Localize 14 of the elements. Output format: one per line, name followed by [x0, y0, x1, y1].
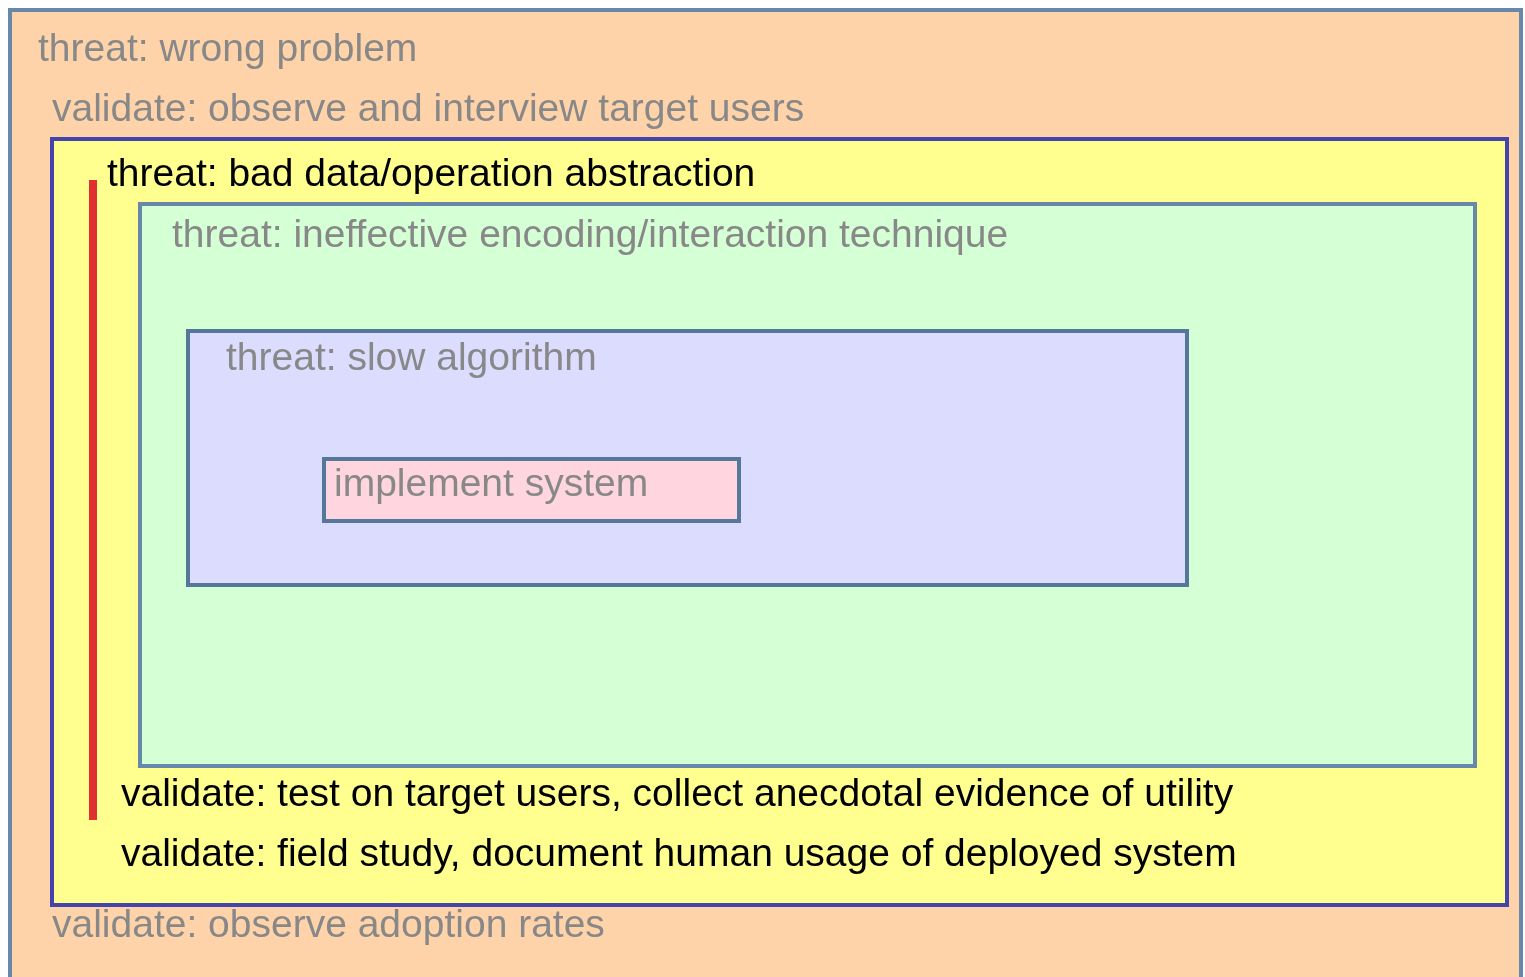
nested-panel — [138, 202, 1477, 768]
node-label: validate: observe and interview target users — [52, 86, 805, 131]
node-label: threat: bad data/operation abstraction — [107, 151, 756, 196]
node-label: threat: slow algorithm — [226, 335, 597, 380]
nested-panel — [50, 137, 1509, 907]
node-label: validate: test on target users, collect anecdotal evidence of utility — [121, 771, 1234, 816]
node-label: implement system — [334, 461, 649, 506]
node-label: validate: field study, document human usage of deployed system — [121, 831, 1237, 876]
node-label: validate: observe adoption rates — [52, 902, 605, 947]
node-label: threat: ineffective encoding/interaction technique — [172, 212, 1009, 257]
nested-panel — [186, 329, 1189, 587]
node-label: threat: wrong problem — [38, 26, 418, 71]
inner-box — [322, 457, 741, 523]
outer-panel — [8, 8, 1523, 977]
